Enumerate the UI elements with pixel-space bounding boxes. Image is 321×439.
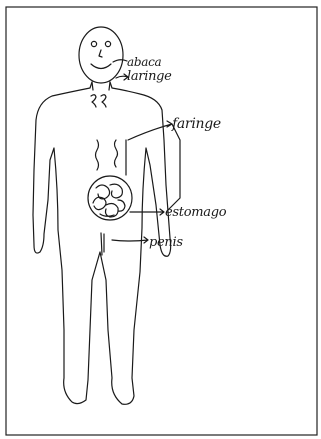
label-laringe: laringe xyxy=(127,70,172,83)
intestine-coils xyxy=(93,184,125,217)
label-faringe: faringe xyxy=(172,117,221,131)
label-penis: penis xyxy=(149,236,183,249)
esophagus-squiggle-1 xyxy=(96,140,99,170)
left-eye xyxy=(91,41,96,46)
mouth xyxy=(91,64,111,69)
arrow-faringe-drop xyxy=(168,124,180,210)
chest-squiggle-left xyxy=(91,95,96,107)
arrow-estomago xyxy=(130,209,164,215)
head-outline xyxy=(79,27,123,83)
arrow-penis xyxy=(112,237,148,243)
label-estomago: estomago xyxy=(165,206,226,219)
label-boca: abaca xyxy=(127,56,161,68)
esophagus-squiggle-2 xyxy=(115,140,118,167)
arrow-boca xyxy=(113,60,127,62)
right-eye xyxy=(105,41,110,46)
arrow-faringe xyxy=(128,121,172,140)
pubic-mark xyxy=(101,233,104,255)
chest-squiggle-right xyxy=(101,95,106,107)
nose xyxy=(99,50,102,57)
stomach-outline xyxy=(88,176,132,220)
